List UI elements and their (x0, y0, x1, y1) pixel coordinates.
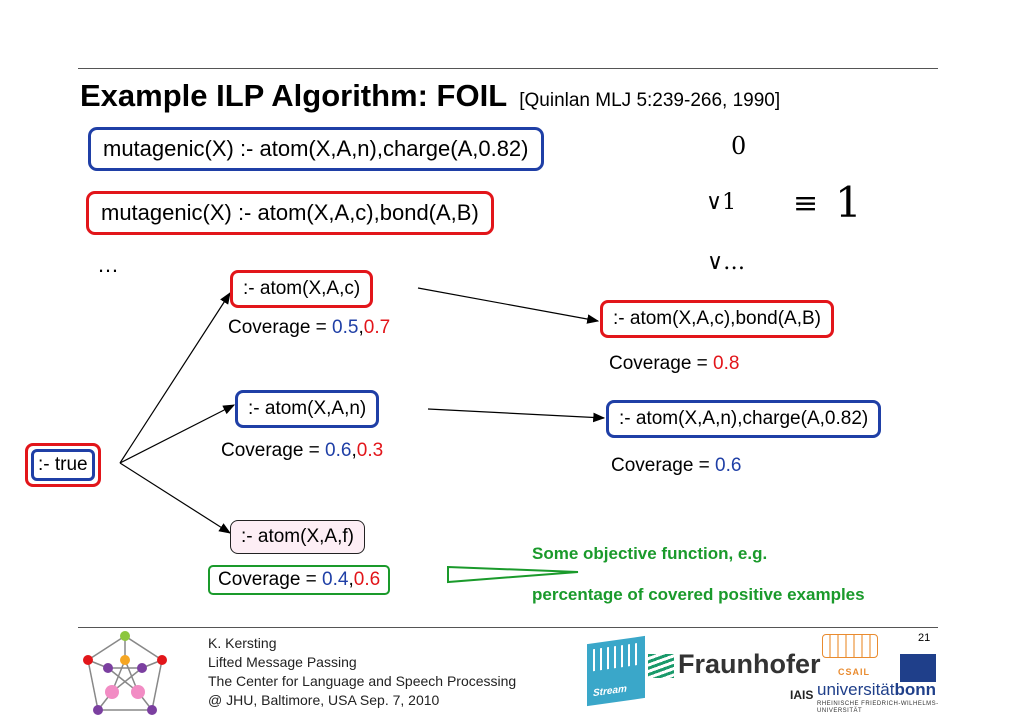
footer-place-date: @ JHU, Baltimore, USA Sep. 7, 2010 (208, 692, 440, 708)
fraunhofer-stripes-icon (648, 654, 674, 678)
stream-logo-grid-icon (593, 642, 639, 672)
clause-ellipsis: … (97, 252, 119, 277)
edge-root-n1 (119, 291, 231, 464)
graph-logo-icon (83, 631, 167, 715)
footer-credits: K. Kersting Lifted Message Passing The C… (208, 634, 516, 710)
bonn-building-icon (900, 654, 936, 682)
logic-equiv: ≡ (793, 186, 819, 221)
coverage-pos: 0.4 (322, 569, 349, 590)
footer-rule (78, 627, 938, 628)
edge-root-n3 (119, 462, 232, 534)
top-rule (78, 68, 938, 69)
title-text: Example ILP Algorithm: FOIL (80, 78, 507, 113)
coverage-atom-n-charge: Coverage = 0.6 (611, 455, 741, 477)
logic-one: 1 (835, 178, 862, 227)
uni-logo-text: universität (817, 680, 895, 699)
csail-building-icon (822, 634, 878, 658)
coverage-pos: 0.6 (715, 455, 742, 476)
node-atom-f: :- atom(X,A,f) (230, 520, 365, 554)
footer-author: K. Kersting (208, 635, 277, 651)
clause-charge: mutagenic(X) :- atom(X,A,n),charge(A,0.8… (88, 127, 544, 171)
node-atom-n-charge: :- atom(X,A,n),charge(A,0.82) (606, 400, 882, 438)
clause-bond: mutagenic(X) :- atom(X,A,c),bond(A,B) (86, 191, 494, 235)
coverage-pos: 0.6 (325, 440, 352, 461)
uni-bonn-logo: universitätbonn (817, 680, 936, 700)
page-number: 21 (918, 632, 931, 644)
footer-talk: Lifted Message Passing (208, 654, 357, 670)
coverage-atom-c: Coverage = 0.5,0.7 (228, 317, 390, 339)
node-atom-c: :- atom(X,A,c) (230, 270, 374, 308)
iais-logo-text: IAIS (790, 688, 814, 702)
logic-zero: 0 (731, 132, 747, 160)
callout-line2: percentage of covered positive examples (532, 585, 865, 604)
edge-n1-n4 (417, 287, 600, 324)
footer-venue: The Center for Language and Speech Proce… (208, 673, 517, 689)
title-citation: [Quinlan MLJ 5:239-266, 1990] (519, 90, 781, 111)
coverage-sep: , (351, 440, 357, 461)
stream-logo: Stream (587, 635, 645, 707)
coverage-label: Coverage = (228, 317, 333, 338)
uni-bonn-subtitle: RHEINISCHE FRIEDRICH-WILHELMS-UNIVERSITÄ… (817, 701, 939, 714)
root-node-label: :- true (31, 449, 95, 481)
coverage-pos: 0.5 (332, 317, 359, 338)
callout-line1: Some objective function, e.g. (532, 544, 768, 563)
coverage-atom-c-bond: Coverage = 0.8 (609, 353, 739, 375)
coverage-label: Coverage = (611, 455, 716, 476)
coverage-neg: 0.3 (356, 440, 384, 461)
logic-or-one: ∨1 (706, 190, 737, 215)
coverage-sep: , (358, 317, 364, 338)
root-node: :- true (25, 443, 101, 487)
edge-n2-n5 (427, 408, 606, 423)
node-atom-n: :- atom(X,A,n) (235, 390, 380, 428)
coverage-neg: 0.6 (353, 569, 381, 590)
node-atom-c-bond: :- atom(X,A,c),bond(A,B) (600, 300, 835, 338)
coverage-label: Coverage = (218, 569, 323, 590)
csail-logo-text: CSAIL (838, 667, 870, 677)
slide-title: Example ILP Algorithm: FOIL [Quinlan MLJ… (80, 78, 780, 114)
coverage-label: Coverage = (609, 353, 714, 374)
edge-root-n2 (119, 404, 236, 464)
coverage-atom-f: Coverage = 0.4,0.6 (208, 565, 391, 595)
coverage-sep: , (348, 569, 354, 590)
coverage-neg: 0.7 (363, 317, 391, 338)
bonn-logo-text: bonn (894, 680, 937, 699)
logic-or-dots: ∨… (707, 250, 746, 275)
coverage-neg: 0.8 (713, 353, 740, 374)
callout-pointer (447, 565, 579, 584)
fraunhofer-logo-text: Fraunhofer (678, 649, 821, 679)
coverage-atom-n: Coverage = 0.6,0.3 (221, 440, 383, 462)
coverage-label: Coverage = (221, 440, 326, 461)
stream-logo-text: Stream (593, 683, 627, 700)
